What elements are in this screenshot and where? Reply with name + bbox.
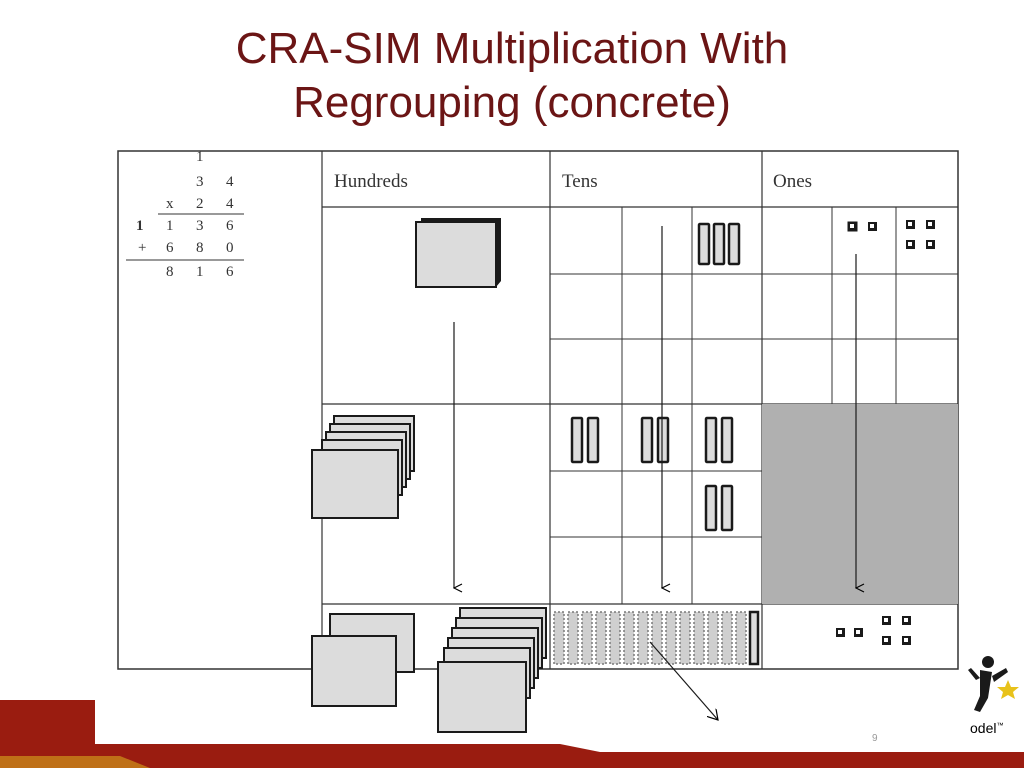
ws-r1-d1: 3 [196, 174, 204, 190]
ws-r2-d1: 2 [196, 196, 204, 212]
ones-shaded-region [762, 404, 958, 604]
ws-res-d3: 6 [226, 264, 234, 280]
ones-cubes-result [836, 616, 911, 645]
ws-op-multiply: x [166, 196, 174, 212]
ws-r2-d2: 4 [226, 196, 234, 212]
title-line-1: CRA-SIM Multiplication With [235, 24, 789, 73]
carry-digit-top: 1 [196, 149, 204, 165]
arrow-regroup [649, 641, 718, 720]
ws-p1-d1: 1 [166, 218, 174, 234]
hundreds-flats-row2 [311, 415, 415, 519]
logo-text: odel™ [970, 720, 1004, 736]
hundreds-flat-row1 [415, 218, 501, 288]
tens-rods-result [553, 611, 747, 665]
logo-figure-icon [968, 656, 1019, 712]
place-value-figure: Hundreds Tens Ones 1 3 4 x 2 4 1 1 3 6 +… [108, 146, 972, 744]
ws-res-d1: 8 [166, 264, 174, 280]
ws-p1-d2: 3 [196, 218, 204, 234]
ones-cubes-row1 [847, 220, 935, 249]
ws-res-d2: 1 [196, 264, 204, 280]
header-hundreds: Hundreds [334, 171, 408, 192]
ws-p2-d3: 0 [226, 240, 234, 256]
tens-rods-row2 [570, 416, 734, 532]
ws-op-plus: + [138, 240, 146, 256]
worksheet-computation: 1 3 4 x 2 4 1 1 3 6 + 6 8 0 8 1 6 [126, 149, 244, 280]
ws-p2-d2: 8 [196, 240, 204, 256]
tens-rod-single [748, 610, 760, 666]
ws-p1-d3: 6 [226, 218, 234, 234]
header-tens: Tens [562, 171, 598, 192]
ws-r1-d2: 4 [226, 174, 234, 190]
slide-title: CRA-SIM Multiplication With Regrouping (… [0, 22, 1024, 128]
page-number: 9 [872, 733, 878, 744]
title-line-2: Regrouping (concrete) [293, 78, 731, 127]
place-value-chart: Hundreds Tens Ones 1 3 4 x 2 4 1 1 3 6 +… [117, 149, 959, 733]
carry-digit-left: 1 [136, 218, 144, 234]
hundreds-flats-row3 [311, 607, 547, 733]
title-region: CRA-SIM Multiplication With Regrouping (… [0, 0, 1024, 128]
header-ones: Ones [773, 171, 812, 192]
tens-rods-row1 [697, 222, 741, 266]
ws-p2-d1: 6 [166, 240, 174, 256]
